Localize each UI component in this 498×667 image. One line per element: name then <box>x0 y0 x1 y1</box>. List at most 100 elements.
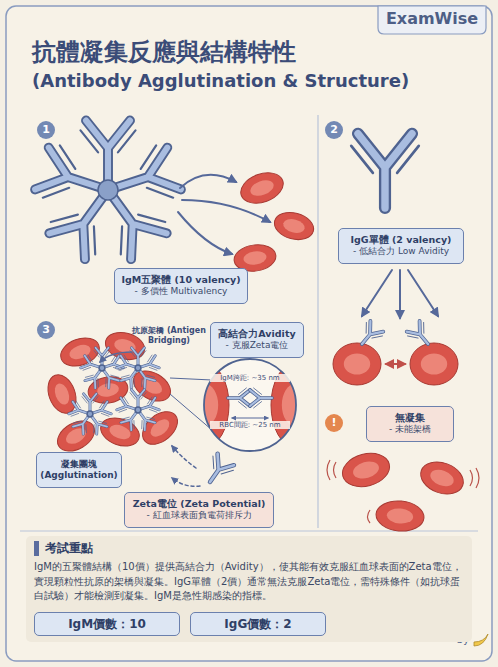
label-box: Zeta電位 (Zeta Potential)- 紅血球表面負電荷排斥力 <box>124 492 274 528</box>
antibody-fill <box>202 454 234 488</box>
antibody-fill <box>228 390 250 406</box>
light-chain <box>121 414 138 429</box>
warning-mark: ! <box>325 415 343 431</box>
antibody-outline <box>202 454 234 488</box>
igm-pentamer <box>116 348 159 389</box>
cell-center <box>351 459 381 481</box>
light-chain <box>135 145 173 204</box>
antibody-fill <box>250 390 272 406</box>
antibody-symbol <box>82 394 98 412</box>
box-body: - 多價性 Multivalency <box>135 286 228 297</box>
box-heading: IgG單體 (2 valency) <box>351 234 452 246</box>
box-heading: 考試重點 <box>34 541 93 556</box>
antibody-outline <box>250 390 272 406</box>
motion-line <box>327 460 330 480</box>
cell-center <box>248 177 276 198</box>
antibody-fill <box>358 134 412 208</box>
motion-line <box>476 468 479 488</box>
red-blood-cell <box>52 415 100 458</box>
antibody-outline <box>132 348 145 366</box>
light-chain <box>90 418 107 433</box>
antibody-outline <box>407 321 435 349</box>
cell-center <box>139 375 165 397</box>
light-chain <box>98 401 109 418</box>
light-chain <box>121 372 138 387</box>
red-blood-cell <box>333 343 381 385</box>
antibody-outline <box>117 398 138 416</box>
antibody-symbol <box>81 121 136 182</box>
main-title: 抗體凝集反應與結構特性 <box>32 36 472 68</box>
igm-pentamer <box>116 390 159 431</box>
cell-body <box>410 343 458 385</box>
cell-center <box>344 354 370 375</box>
light-chain <box>71 401 82 418</box>
motion-line <box>470 470 473 486</box>
cell-center <box>282 384 308 426</box>
light-chain <box>102 372 119 387</box>
dimension-label: RBC間距: ~25 nm <box>210 421 290 429</box>
igm-pentamer <box>33 121 182 263</box>
antibody-outline <box>35 148 106 209</box>
divider-line <box>317 115 318 528</box>
box-body: - 低結合力 Low Avidity <box>353 246 449 257</box>
callout-number: 3 <box>37 322 55 338</box>
dimension-label: IgM跨距: ~35 nm <box>210 374 290 382</box>
box-heading: Zeta電位 (Zeta Potential) <box>133 498 266 510</box>
warning-box: 無凝集- 未能架橋 <box>366 406 454 442</box>
antibody-outline <box>81 356 102 374</box>
zoom-content <box>181 363 319 447</box>
antibody-outline <box>132 390 145 408</box>
cell-center <box>243 250 268 266</box>
motion-line <box>368 510 371 523</box>
cell-center <box>63 425 89 447</box>
red-blood-cell <box>271 208 316 243</box>
antibody-fill <box>132 348 145 366</box>
light-chain <box>51 204 108 254</box>
motion-line <box>334 462 337 478</box>
arrow-line <box>362 270 392 316</box>
box-body: - 未能架橋 <box>389 424 431 435</box>
antibody-symbol <box>133 365 156 389</box>
exam-panel: 考試重點IgM的五聚體結構（10價）提供高結合力（Avidity），使其能有效克… <box>26 536 472 642</box>
antibody-outline <box>358 134 412 208</box>
value-box: IgM價數：10 <box>34 612 180 636</box>
box-heading: 無凝集 <box>395 412 425 424</box>
callout-number: 2 <box>325 122 343 138</box>
box-body: - 克服Zeta電位 <box>226 340 289 351</box>
callout-badge <box>325 121 343 139</box>
light-chain <box>119 355 130 372</box>
cell-body <box>416 456 468 499</box>
light-chain <box>43 145 81 204</box>
light-chain <box>81 130 136 152</box>
cell-body <box>237 167 288 208</box>
label-box: IgM五聚體 (10 valency)- 多價性 Multivalency <box>114 268 248 304</box>
cell-center <box>428 467 456 489</box>
antibody-symbol <box>351 134 419 208</box>
bridging-label: 抗原架橋 (Antigen Bridging) <box>128 326 210 345</box>
light-chain <box>146 355 157 372</box>
antibody-symbol <box>85 411 108 435</box>
label-box: 高結合力Avidity- 克服Zeta電位 <box>210 322 304 358</box>
warning-badge <box>325 414 343 432</box>
cell-body <box>97 413 143 451</box>
arrow-line <box>100 352 132 362</box>
red-blood-cell <box>416 456 468 499</box>
light-chain <box>138 372 155 387</box>
antibody-outline <box>117 356 138 374</box>
antibody-outline <box>356 321 384 349</box>
light-chain <box>73 418 90 433</box>
antibody-symbol <box>130 348 146 366</box>
j-chain <box>99 365 105 371</box>
red-blood-cell <box>339 448 394 491</box>
light-chain <box>361 322 382 342</box>
zoom-circle-outline <box>204 359 296 451</box>
antibody-fill <box>117 398 138 416</box>
j-chain <box>135 407 141 413</box>
light-chain <box>119 397 130 414</box>
light-chain <box>83 355 94 372</box>
box-heading: IgG價數：2 <box>224 617 291 632</box>
arrow-line <box>172 446 196 468</box>
arrow-line <box>408 270 438 316</box>
box-body: - 紅血球表面負電荷排斥力 <box>146 510 251 521</box>
